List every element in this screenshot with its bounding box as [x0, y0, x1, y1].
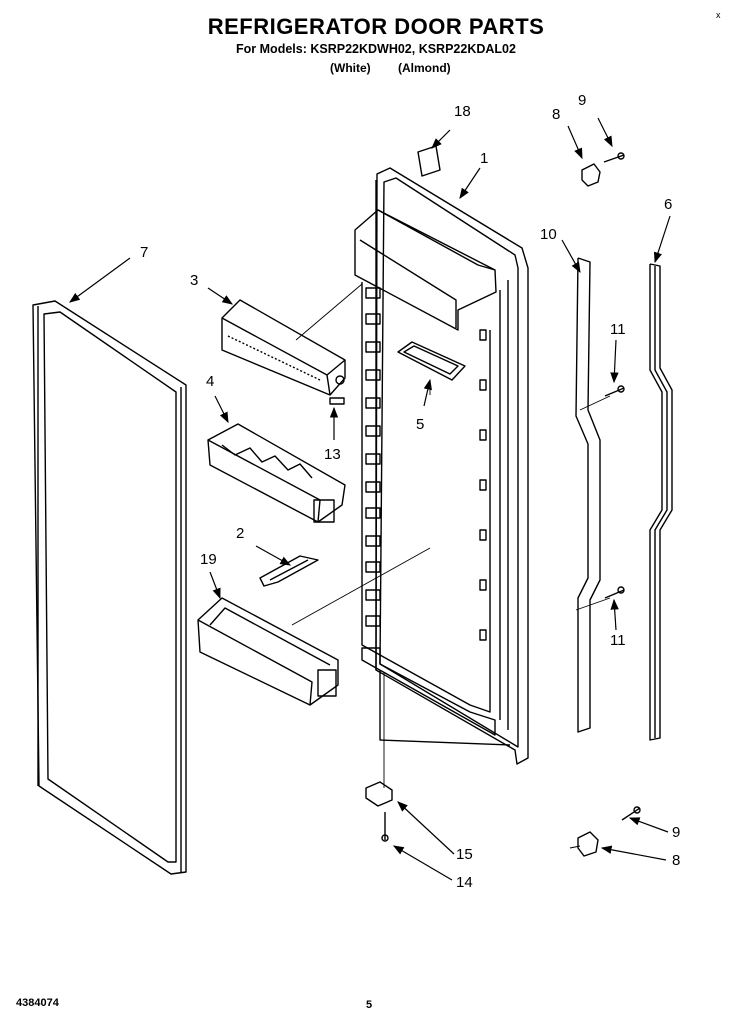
- bin-clips-left: [365, 287, 381, 627]
- hinge-bottom-part-8: [577, 831, 599, 857]
- callout-6: 6: [664, 196, 673, 213]
- callout-4: 4: [206, 373, 215, 390]
- bin-clips-right: [479, 329, 487, 641]
- pin-part-13: [329, 397, 345, 405]
- door-panel-part-1: [354, 167, 529, 765]
- callout-1: 1: [480, 150, 489, 167]
- hinge-bar-part-10: [575, 257, 601, 733]
- diagram-title: REFRIGERATOR DOOR PARTS: [207, 14, 545, 39]
- callout-13: 13: [324, 446, 341, 463]
- callout-19: 19: [200, 551, 217, 568]
- door-bin-part-19: [197, 597, 339, 706]
- callout-9-top: 9: [578, 92, 587, 109]
- butter-dish-part-5: [397, 341, 466, 381]
- color-almond-label: (Almond): [398, 61, 451, 75]
- callout-5: 5: [416, 416, 425, 433]
- label-part-18: [417, 145, 441, 177]
- document-number: 4384074: [16, 997, 59, 1009]
- callout-18: 18: [454, 103, 471, 120]
- color-white-label: (White): [330, 61, 371, 75]
- callout-11-upper: 11: [610, 321, 626, 338]
- page-number: 5: [366, 999, 373, 1011]
- callout-11-lower: 11: [610, 632, 626, 649]
- callout-3: 3: [190, 272, 199, 289]
- callout-15: 15: [456, 846, 473, 863]
- bottom-bracket-part-15: [365, 781, 393, 807]
- callout-14: 14: [456, 874, 473, 891]
- callout-8-bottom: 8: [672, 852, 681, 869]
- callout-7: 7: [140, 244, 149, 261]
- callout-9-bottom: 9: [672, 824, 681, 841]
- screw-part-11-upper: [604, 385, 625, 397]
- screw-top-part-9: [603, 152, 625, 163]
- callout-2: 2: [236, 525, 245, 542]
- bracket-part-2: [259, 555, 319, 587]
- gasket-strip-part-6: [649, 263, 673, 741]
- screw-bottom-part-9: [621, 806, 641, 821]
- screw-part-14: [381, 812, 389, 842]
- egg-tray-part-4: [207, 423, 346, 523]
- screw-part-11-lower: [604, 586, 625, 599]
- models-line: For Models: KSRP22KDWH02, KSRP22KDAL02: [236, 42, 516, 56]
- hinge-top-part-8: [581, 163, 601, 187]
- corner-mark: x: [716, 10, 721, 20]
- door-gasket-part-7: [32, 300, 187, 875]
- callout-8-top: 8: [552, 106, 561, 123]
- callout-10: 10: [540, 226, 557, 243]
- dairy-compartment-part-3: [221, 299, 346, 396]
